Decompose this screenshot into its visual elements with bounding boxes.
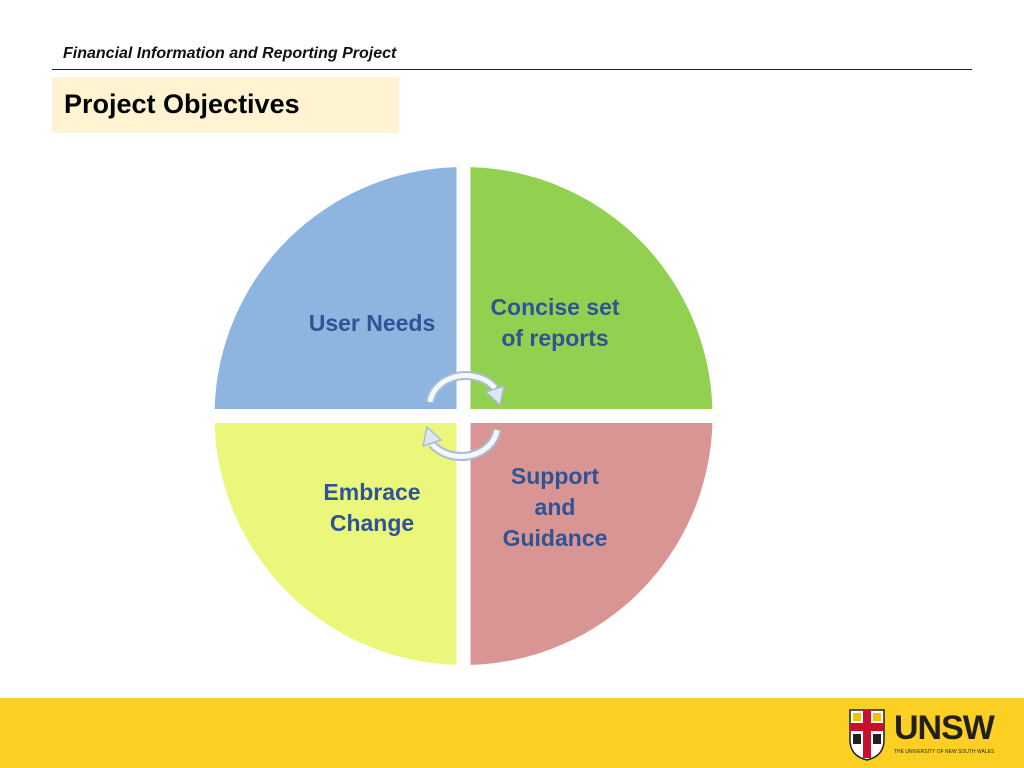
quadrant-user-needs [214, 167, 457, 409]
unsw-wordmark: UNSW [894, 709, 995, 747]
unsw-logo: UNSW THE UNIVERSITY OF NEW SOUTH WALES [848, 706, 1000, 762]
label-embrace-change: Embrace Change [323, 479, 421, 536]
label-concise-reports: Concise set of reports [490, 294, 620, 351]
quadrant-concise-reports [470, 167, 713, 409]
label-support-guidance: Support and Guidance [502, 463, 608, 551]
unsw-subtitle: THE UNIVERSITY OF NEW SOUTH WALES [894, 749, 995, 755]
unsw-crest-icon [849, 709, 885, 761]
objectives-diagram [214, 167, 713, 665]
quadrant-support-guidance [470, 423, 713, 665]
label-user-needs: User Needs [308, 310, 436, 336]
header-divider [52, 69, 972, 70]
footer-bar: UNSW THE UNIVERSITY OF NEW SOUTH WALES [0, 698, 1024, 768]
slide-title: Project Objectives [64, 89, 300, 119]
quadrant-embrace-change [214, 423, 457, 665]
slide-title-box: Project Objectives [52, 77, 399, 133]
project-title: Financial Information and Reporting Proj… [63, 45, 397, 62]
circular-arrows-icon [421, 371, 506, 461]
